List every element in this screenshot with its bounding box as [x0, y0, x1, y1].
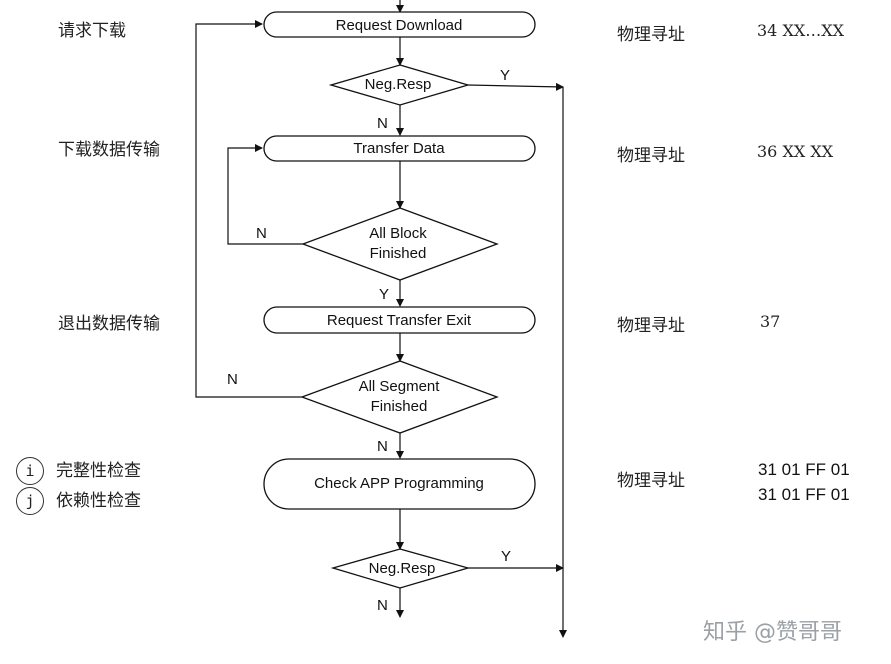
text-check-app: Check APP Programming — [314, 475, 484, 492]
code-37: 37 — [760, 312, 781, 331]
label-n-allsegment-down: N — [377, 438, 388, 455]
label-integrity-check-row: i 完整性检查 — [16, 456, 141, 485]
code-31-a: 31 01 FF 01 — [758, 460, 850, 479]
text-request-download: Request Download — [336, 17, 463, 34]
node-request-download — [263, 11, 536, 38]
label-dependency-check: 依赖性检查 — [56, 491, 141, 511]
label-exit-data-transfer: 退出数据传输 — [58, 314, 160, 334]
addr-label-1: 物理寻址 — [617, 25, 685, 45]
text-all-segment-1: All Segment — [359, 378, 441, 395]
label-n-neg1: N — [377, 115, 388, 132]
text-request-transfer-exit: Request Transfer Exit — [327, 312, 472, 329]
label-integrity-check: 完整性检查 — [56, 461, 141, 481]
text-all-block-2: Finished — [370, 245, 427, 262]
text-transfer-data: Transfer Data — [353, 140, 445, 157]
label-download-data-transfer: 下载数据传输 — [58, 140, 160, 160]
badge-i: i — [16, 457, 44, 485]
arrow-neg1-yes — [467, 82, 564, 91]
node-all-block — [301, 207, 499, 281]
text-neg-resp-2: Neg.Resp — [369, 560, 436, 577]
loop-all-block — [227, 144, 303, 245]
code-31-b: 31 01 FF 01 — [758, 485, 850, 504]
node-neg-resp-2 — [330, 548, 471, 589]
badge-j: j — [16, 487, 44, 515]
label-n-allsegment: N — [227, 371, 238, 388]
addr-label-4: 物理寻址 — [617, 471, 685, 491]
watermark: 知乎 @赞哥哥 — [703, 620, 842, 645]
text-all-block-1: All Block — [369, 225, 427, 242]
node-neg-resp-1 — [328, 64, 471, 106]
code-36: 36 XX XX — [757, 142, 834, 161]
node-request-transfer-exit — [263, 306, 536, 334]
label-n-allblock: N — [256, 225, 267, 242]
node-transfer-data — [263, 135, 536, 162]
node-check-app — [263, 458, 536, 510]
loop-all-segment — [195, 20, 302, 398]
code-34: 34 XX…XX — [757, 21, 845, 40]
node-all-segment — [300, 360, 499, 434]
text-neg-resp-1: Neg.Resp — [365, 76, 432, 93]
label-request-download: 请求下载 — [58, 21, 126, 41]
label-y-neg1: Y — [500, 67, 510, 84]
label-y-neg2: Y — [501, 548, 511, 565]
label-n-neg2: N — [377, 597, 388, 614]
text-all-segment-2: Finished — [371, 398, 428, 415]
addr-label-3: 物理寻址 — [617, 316, 685, 336]
addr-label-2: 物理寻址 — [617, 146, 685, 166]
label-y-allblock: Y — [379, 286, 389, 303]
label-dependency-check-row: j 依赖性检查 — [16, 486, 141, 515]
